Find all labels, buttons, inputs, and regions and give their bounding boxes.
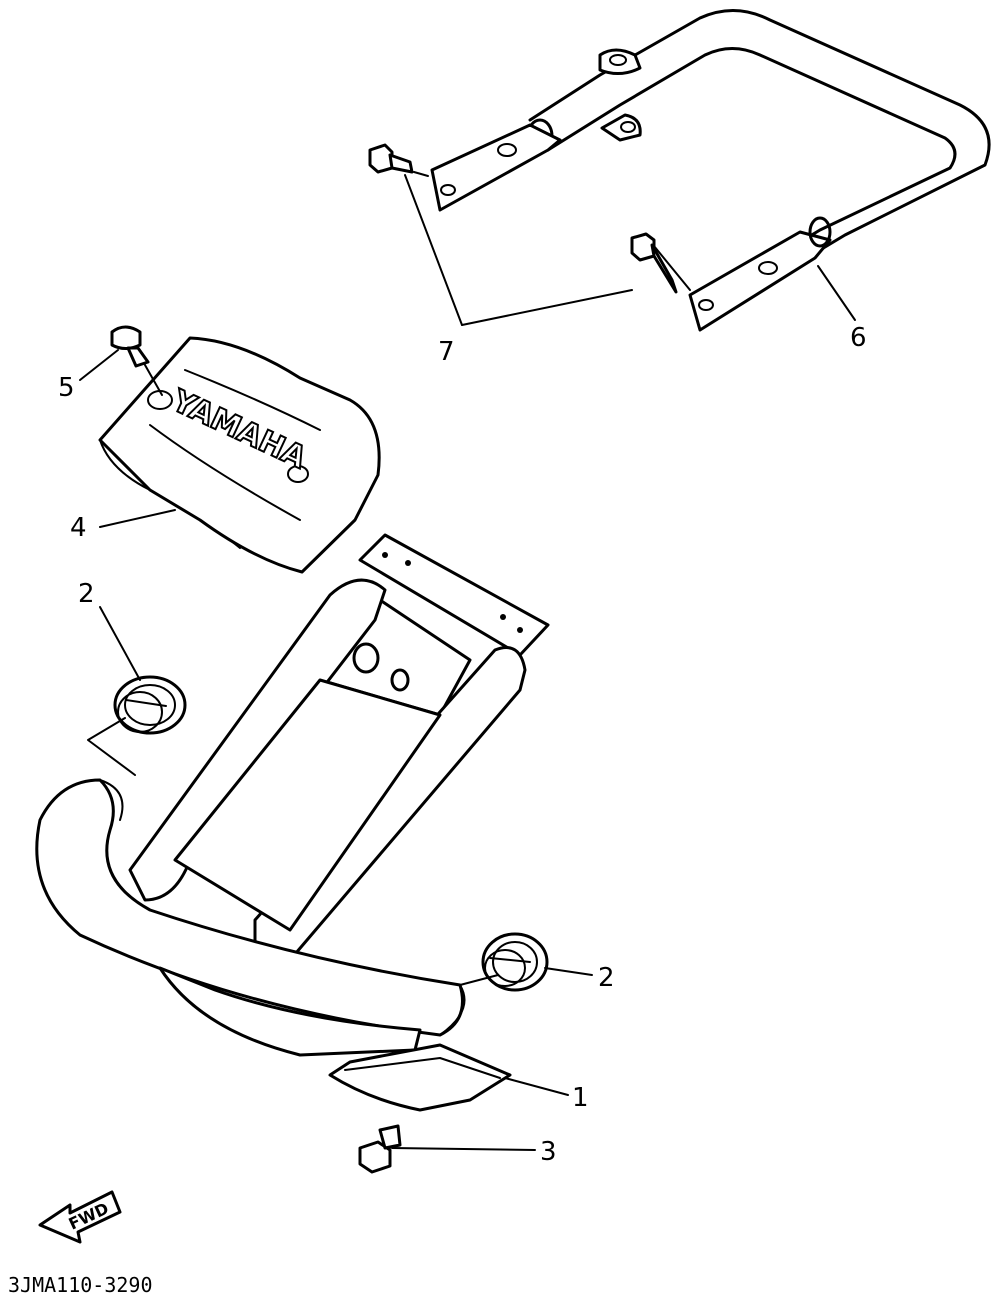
callout-7: 7 — [438, 337, 455, 367]
callout-2-bottom: 2 — [598, 963, 615, 993]
callout-5: 5 — [58, 373, 75, 403]
part-4-cover[interactable]: YAMAHA — [98, 336, 381, 574]
drawing-code: 3JMA110-3290 — [8, 1273, 153, 1297]
part-1-skid-plate[interactable] — [328, 1043, 512, 1112]
callout-4: 4 — [70, 513, 87, 543]
part-3-bolt[interactable] — [358, 1124, 402, 1174]
part-7-bolt-lower[interactable] — [630, 232, 691, 294]
callout-6: 6 — [850, 323, 867, 353]
part-7-bolt-upper[interactable] — [368, 143, 429, 177]
part-5-screw[interactable] — [110, 325, 150, 368]
callout-2-top: 2 — [78, 579, 95, 609]
leader-lines — [79, 174, 856, 1151]
part-2-grommet-left[interactable] — [113, 675, 187, 735]
main-frame-guard[interactable] — [35, 533, 550, 1057]
callout-1: 1 — [572, 1083, 589, 1113]
part-6-rear-grab-bar[interactable] — [430, 8, 991, 332]
callout-3: 3 — [540, 1137, 557, 1167]
part-2-grommet-right[interactable] — [481, 932, 549, 992]
fwd-arrow-icon: FWD — [38, 1190, 122, 1244]
